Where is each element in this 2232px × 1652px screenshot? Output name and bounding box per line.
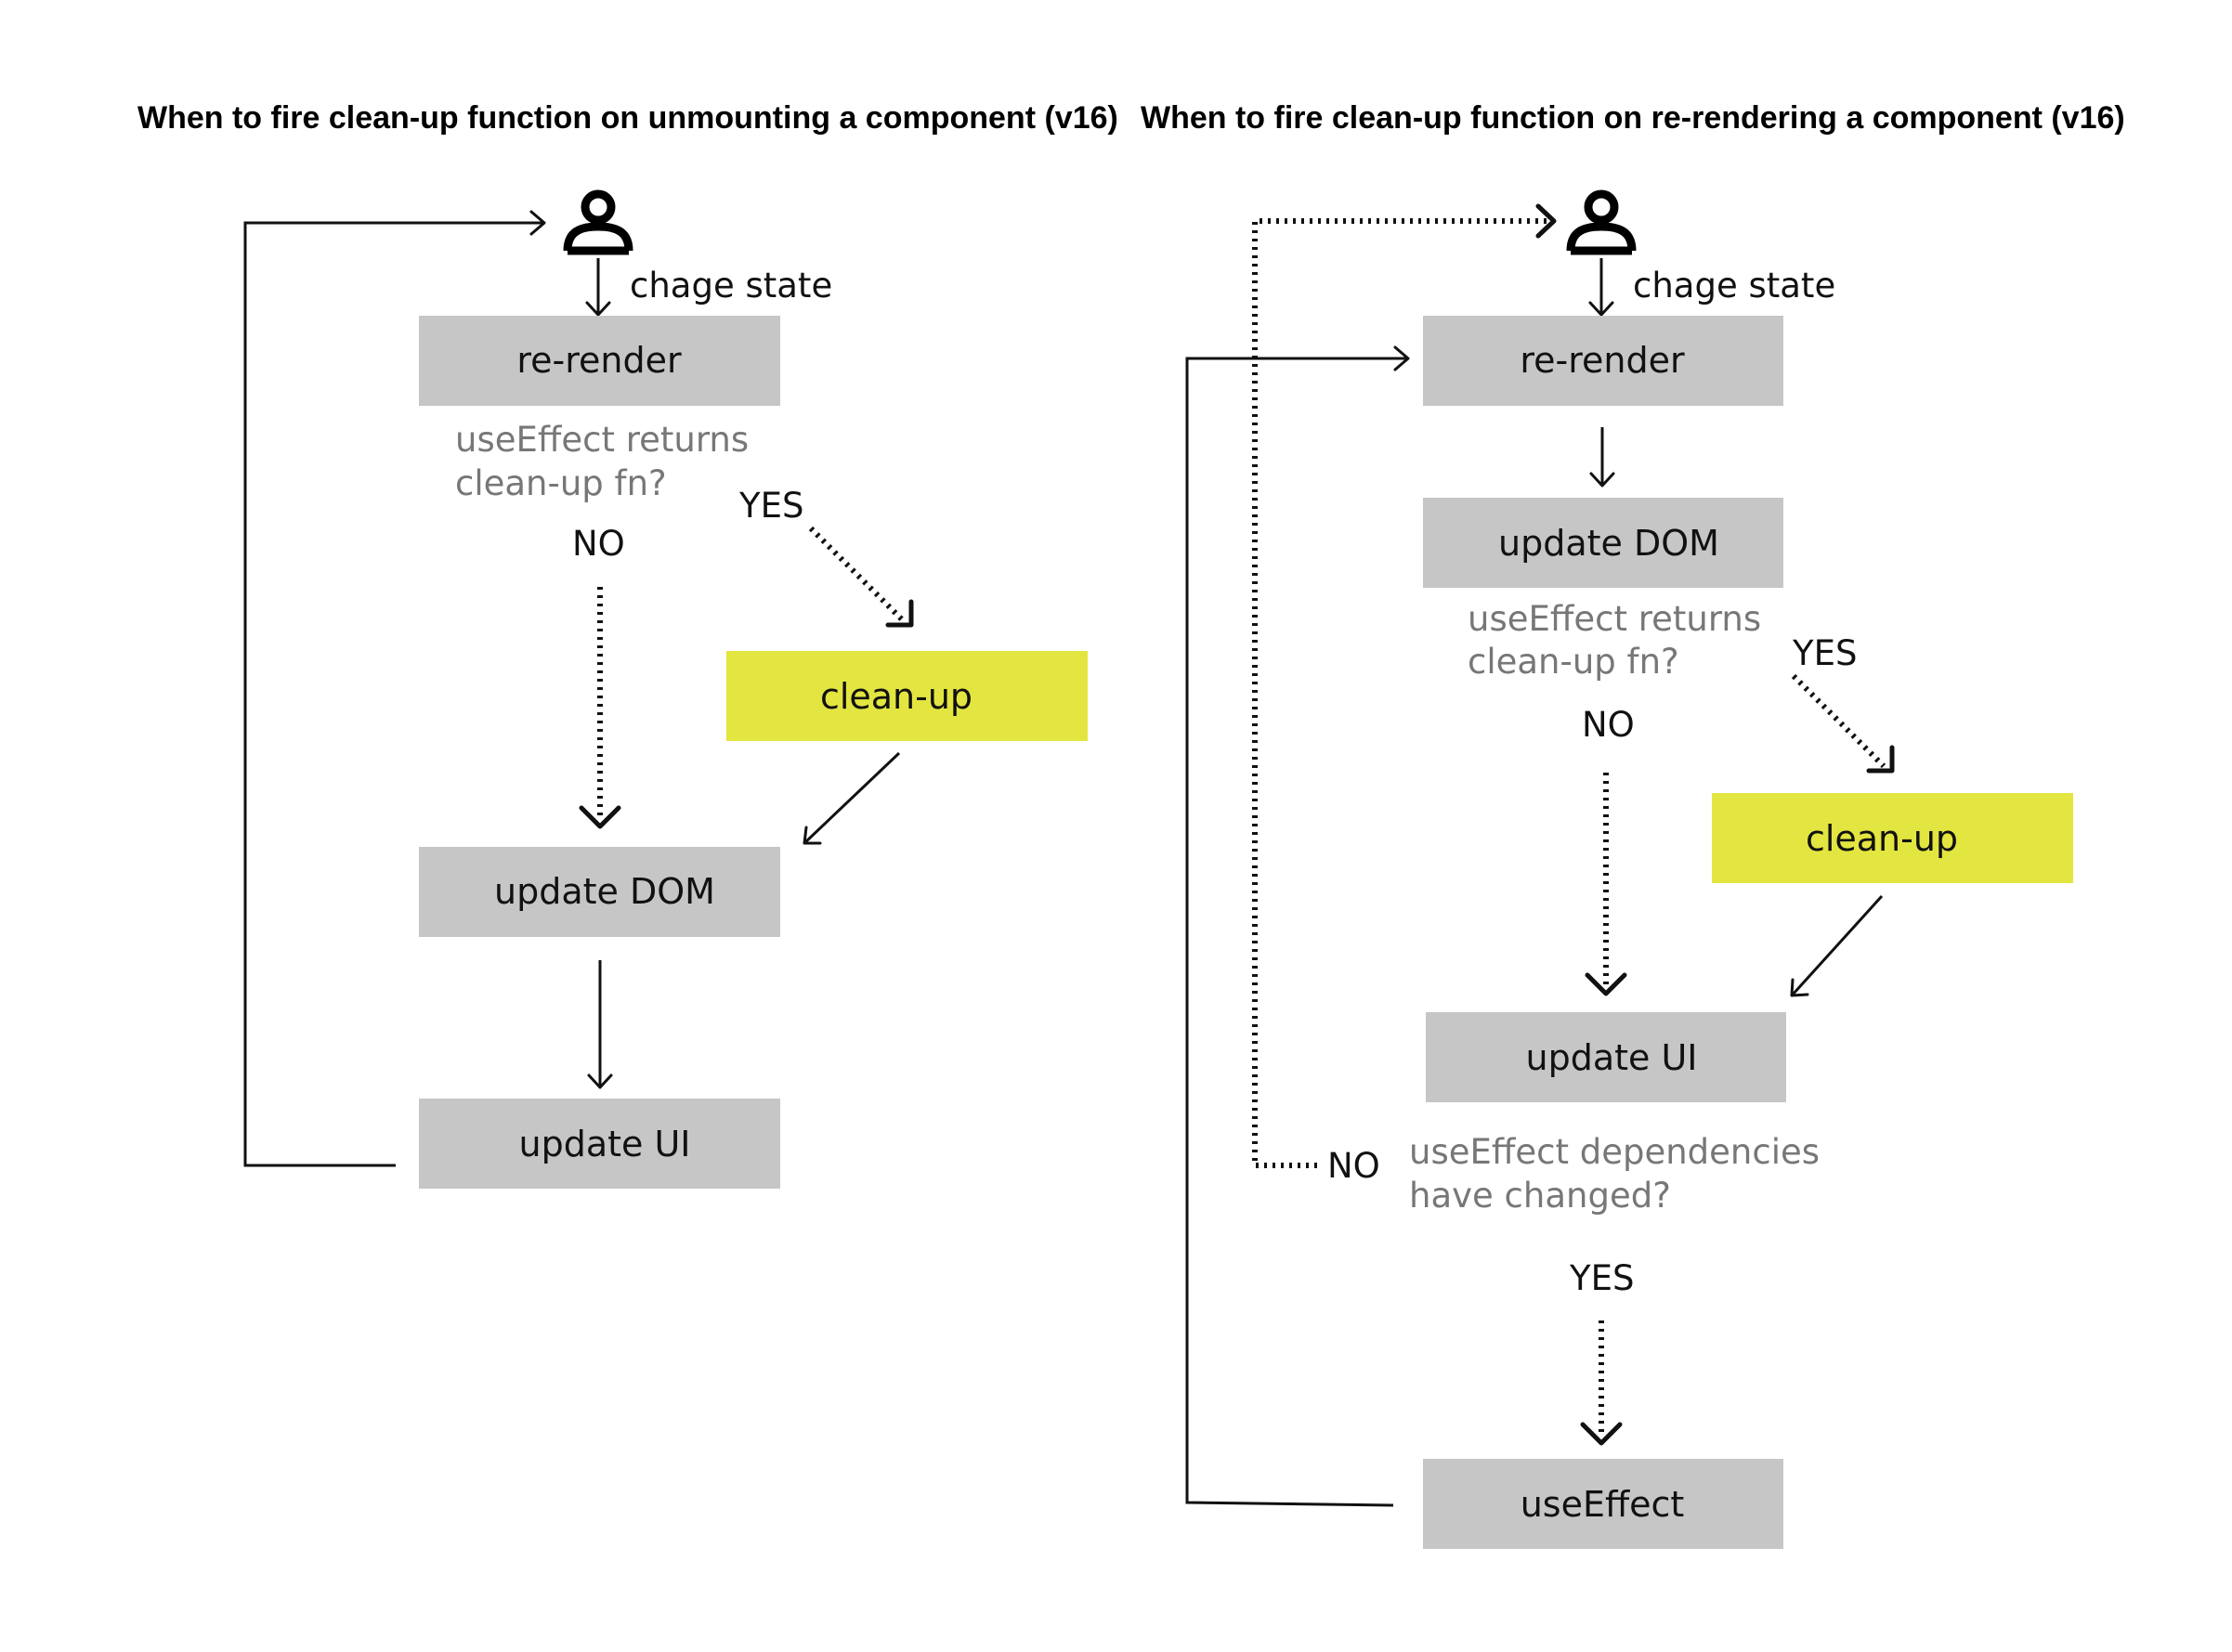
arrow-right-useeffect-loop [1185,345,1410,1507]
arrow-left-loop [243,210,546,1167]
right-update-dom-label: update DOM [1498,523,1719,564]
arrow-state-to-rerender [585,258,611,317]
left-rerender-box: re-render [419,316,780,406]
left-rerender-label: re-render [516,340,682,381]
right-useeffect-box: useEffect [1423,1459,1783,1549]
right-yes1-label: YES [1792,633,1857,673]
arrow-right-no1 [1585,773,1627,996]
arrow-right-no2-loop [1252,203,1557,1168]
right-rerender-box: re-render [1423,316,1783,406]
left-update-dom-label: update DOM [494,871,715,912]
right-question1-line2: clean-up fn? [1468,642,1679,682]
left-trigger-label: chage state [630,266,832,306]
right-no2-label: NO [1327,1146,1380,1186]
left-no-label: NO [572,524,625,564]
right-update-ui-label: update UI [1526,1037,1698,1078]
right-update-ui-box: update UI [1426,1012,1786,1102]
right-cleanup-box: clean-up [1712,793,2073,883]
right-yes2-label: YES [1569,1258,1634,1298]
left-question-line1: useEffect returns [455,420,749,460]
arrow-right-yes2 [1580,1320,1623,1446]
arrow-left-cleanup-to-dom [803,751,901,845]
right-useeffect-label: useEffect [1521,1484,1685,1525]
left-cleanup-box: clean-up [726,651,1088,741]
left-cleanup-label: clean-up [820,676,972,717]
arrow-left-yes [808,526,914,628]
arrow-right-cleanup-to-ui [1790,894,1884,997]
right-question2-line1: useEffect dependencies [1409,1132,1820,1172]
arrow-left-no [579,587,621,829]
left-title: When to fire clean-up function on unmoun… [137,100,1118,136]
arrow-left-dom-to-ui [587,960,613,1089]
right-rerender-label: re-render [1520,340,1685,381]
right-question2-line2: have changed? [1409,1176,1671,1216]
arrow-right-rerender-to-dom [1589,427,1615,488]
left-update-dom-box: update DOM [419,847,780,937]
arrow-right-yes1 [1791,673,1895,774]
left-question-line2: clean-up fn? [455,463,667,503]
right-trigger-label: chage state [1633,266,1835,306]
left-yes-label: YES [738,486,803,526]
user-icon [1566,189,1637,255]
right-question1-line1: useEffect returns [1468,599,1761,639]
left-update-ui-label: update UI [519,1124,691,1164]
right-title: When to fire clean-up function on re-ren… [1141,100,2125,136]
user-icon [563,189,633,255]
left-update-ui-box: update UI [419,1099,780,1189]
arrow-right-state-to-rerender [1588,258,1614,317]
right-cleanup-label: clean-up [1806,818,1958,859]
right-update-dom-box: update DOM [1423,498,1783,588]
right-no1-label: NO [1582,705,1635,745]
